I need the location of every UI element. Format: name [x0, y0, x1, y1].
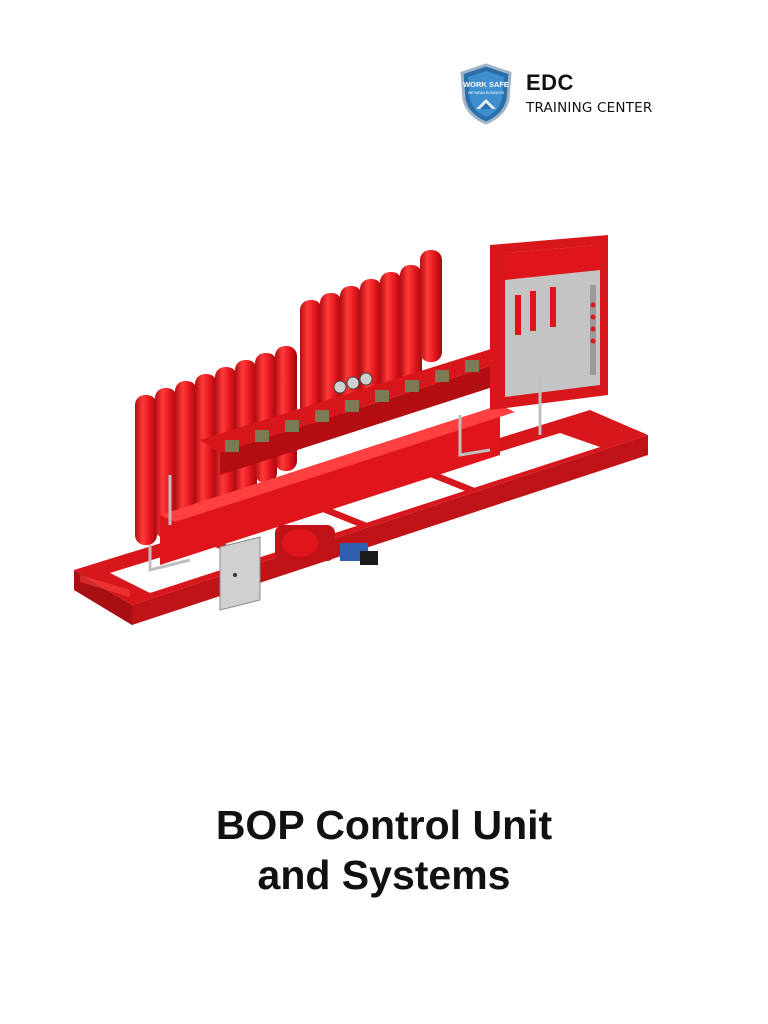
piping	[148, 375, 542, 572]
work-safe-shield-icon: WORK SAFE WE MEAN BUSINESS	[460, 63, 512, 125]
logo-title: EDC	[526, 70, 574, 96]
title-line-1: BOP Control Unit	[215, 802, 553, 848]
edc-logo: WORK SAFE WE MEAN BUSINESS EDC TRAINING …	[458, 63, 652, 125]
document-title: BOP Control Unit and Systems	[0, 800, 768, 900]
electric-control-panel	[490, 235, 608, 410]
small-control-box	[219, 536, 261, 611]
pump-motor	[275, 525, 378, 565]
logo-subtitle: TRAINING CENTER	[526, 100, 653, 117]
title-line-2: and Systems	[257, 852, 511, 898]
valve-manifold-row	[225, 360, 479, 452]
bop-control-unit-illustration	[74, 235, 648, 625]
svg-text:WORK SAFE: WORK SAFE	[463, 80, 509, 89]
svg-text:WE MEAN BUSINESS: WE MEAN BUSINESS	[468, 91, 505, 95]
